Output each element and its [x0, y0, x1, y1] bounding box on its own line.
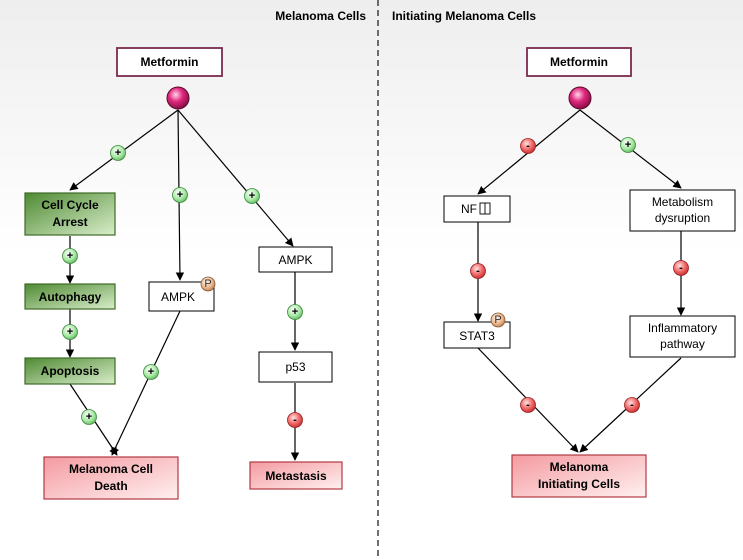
initiating-line1: Melanoma: [550, 460, 609, 474]
right-edges: [473, 109, 686, 453]
metabolism-line2: dysruption: [655, 211, 710, 225]
plus-badge: +: [62, 324, 78, 340]
left-metformin-label: Metformin: [141, 55, 199, 69]
minus-badge: -: [287, 412, 303, 428]
svg-text:-: -: [293, 414, 297, 426]
right-panel-title: Initiating Melanoma Cells: [392, 9, 536, 23]
cell-cycle-arrest-box: Cell Cycle Arrest: [24, 192, 116, 236]
autophagy-label: Autophagy: [39, 290, 102, 304]
right-metformin-label: Metformin: [550, 55, 608, 69]
svg-text:-: -: [526, 399, 530, 411]
ampk-phospho-box: AMPK P: [148, 276, 216, 312]
phospho-badge: [200, 276, 216, 292]
cell-cycle-arrest-line2: Arrest: [52, 215, 87, 229]
left-panel-title: Melanoma Cells: [275, 9, 366, 23]
melanoma-cell-death-box: Melanoma Cell Death: [43, 456, 179, 500]
plus-badge: +: [110, 145, 126, 161]
melanoma-cell-death-line1: Melanoma Cell: [69, 462, 153, 476]
inflammatory-pathway-box: Inflammatory pathway: [629, 315, 736, 358]
melanoma-initiating-cells-box: Melanoma Initiating Cells: [511, 454, 647, 498]
svg-text:+: +: [292, 306, 298, 318]
stat3-box: STAT3 P: [443, 312, 511, 349]
plus-badge: +: [172, 187, 188, 203]
right-drug-node: [568, 86, 592, 110]
ampk-label: AMPK: [278, 253, 312, 267]
svg-text:+: +: [249, 190, 255, 202]
edge-metformin-ampk: [177, 109, 294, 247]
melanoma-cell-death-line2: Death: [94, 479, 127, 493]
svg-text:+: +: [148, 366, 154, 378]
plus-badge: +: [620, 137, 636, 153]
minus-badge: -: [673, 260, 689, 276]
plus-badge: +: [143, 364, 159, 380]
phospho-badge-label: P: [204, 278, 211, 290]
minus-badge: -: [470, 263, 486, 279]
apoptosis-box: Apoptosis: [24, 357, 116, 385]
p53-label: p53: [285, 360, 305, 374]
ampk-phospho-label: AMPK: [161, 290, 195, 304]
metastasis-label: Metastasis: [265, 469, 327, 483]
nfkb-box: NF: [443, 195, 511, 223]
stat3-label: STAT3: [459, 329, 495, 343]
svg-text:-: -: [526, 140, 530, 152]
svg-text:+: +: [67, 326, 73, 338]
plus-badge: +: [62, 248, 78, 264]
p53-box: p53: [258, 351, 333, 383]
svg-text:+: +: [115, 147, 121, 159]
phospho-badge: [490, 312, 506, 328]
svg-text:-: -: [476, 265, 480, 277]
inflammatory-line1: Inflammatory: [648, 321, 717, 335]
svg-text:-: -: [630, 399, 634, 411]
svg-text:+: +: [86, 411, 92, 423]
plus-badge: +: [244, 188, 260, 204]
phospho-badge-label: P: [494, 314, 501, 326]
metabolism-line1: Metabolism: [652, 195, 713, 209]
right-metformin-box: Metformin: [526, 47, 632, 77]
svg-text:+: +: [625, 139, 631, 151]
initiating-line2: Initiating Cells: [538, 477, 620, 491]
nfkb-label: NF: [461, 202, 477, 216]
left-metformin-box: Metformin: [116, 47, 223, 77]
edge-ampkp-death: [111, 310, 181, 456]
metastasis-box: Metastasis: [249, 461, 343, 490]
svg-text:+: +: [67, 250, 73, 262]
plus-badge: +: [287, 304, 303, 320]
apoptosis-label: Apoptosis: [41, 364, 100, 378]
autophagy-box: Autophagy: [24, 283, 116, 310]
minus-badge: -: [520, 397, 536, 413]
inflammatory-line2: pathway: [660, 337, 705, 351]
svg-text:-: -: [679, 262, 683, 274]
left-drug-node: [166, 86, 190, 110]
minus-badge: -: [624, 397, 640, 413]
ampk-box: AMPK: [258, 246, 333, 273]
metabolism-dysruption-box: Metabolism dysruption: [629, 189, 736, 232]
cell-cycle-arrest-line1: Cell Cycle: [41, 198, 99, 212]
minus-badge: -: [520, 138, 536, 154]
plus-badge: +: [81, 409, 97, 425]
svg-text:+: +: [177, 189, 183, 201]
